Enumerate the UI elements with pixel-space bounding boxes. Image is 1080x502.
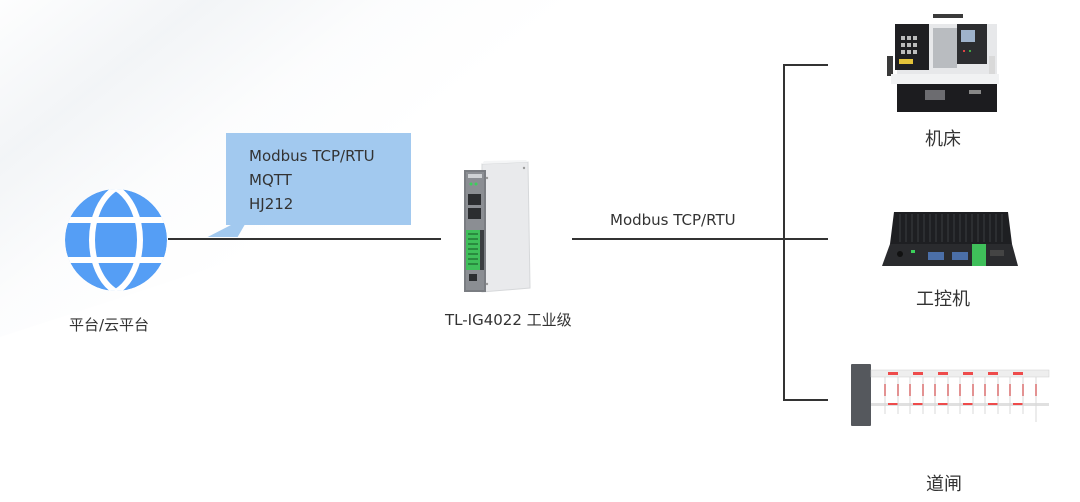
downlink-connection-line	[572, 238, 828, 240]
gateway-label: TL-IG4022 工业级	[445, 311, 572, 329]
branch-line-lathe	[783, 64, 828, 66]
industrial-pc-icon	[882, 212, 1018, 266]
protocol-bubble	[226, 133, 411, 225]
branch-line-gate	[783, 399, 828, 401]
uplink-connection-line	[168, 238, 441, 240]
uplink-protocol-item: HJ212	[249, 195, 294, 213]
downlink-protocol-label: Modbus TCP/RTU	[610, 211, 736, 229]
barrier-gate-icon	[851, 364, 1050, 426]
globe-icon	[65, 189, 167, 291]
endpoint-label-lathe: 机床	[925, 129, 961, 150]
bus-vertical-line	[783, 64, 785, 401]
cnc-lathe-icon	[887, 14, 999, 112]
uplink-protocol-item: MQTT	[249, 171, 292, 189]
endpoint-label-barrier-gate: 道闸	[926, 474, 962, 495]
gateway-device-image	[464, 160, 531, 293]
platform-label: 平台/云平台	[69, 316, 150, 334]
uplink-protocol-item: Modbus TCP/RTU	[249, 147, 375, 165]
uplink-protocol-list: Modbus TCP/RTU MQTT HJ212	[249, 144, 375, 216]
endpoint-label-industrial-pc: 工控机	[916, 289, 970, 310]
